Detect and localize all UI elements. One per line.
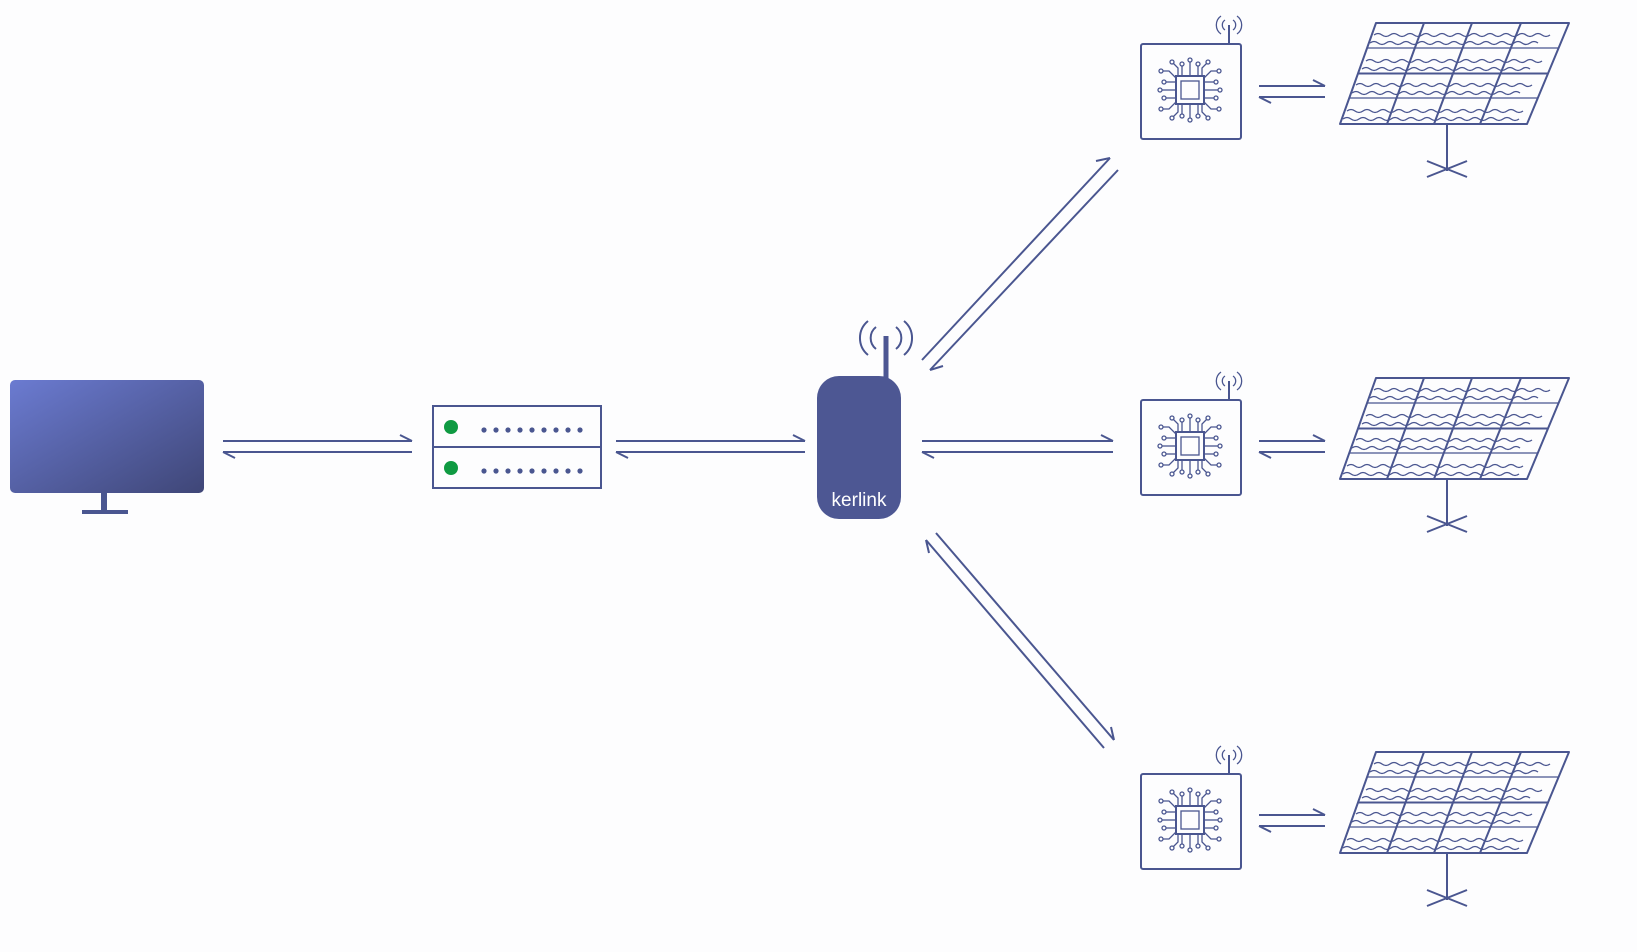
chip-icon: [1140, 745, 1243, 870]
link-server-gateway: [615, 434, 806, 459]
solar-panel-icon: [1339, 377, 1570, 533]
chip-icon: [1140, 15, 1243, 140]
monitor-icon: [10, 380, 204, 514]
solar-panel-icon: [1339, 751, 1570, 907]
link-gateway-sensor-3: [925, 532, 1115, 749]
link-sensor-1-panel-1: [1258, 79, 1326, 104]
link-monitor-server: [222, 434, 413, 459]
server-icon: [432, 405, 602, 489]
chip-icon: [1140, 371, 1243, 496]
link-gateway-sensor-1: [921, 157, 1119, 371]
link-sensor-3-panel-3: [1258, 808, 1326, 833]
gateway-brand-label: kerlink: [832, 490, 887, 511]
link-sensor-2-panel-2: [1258, 434, 1326, 459]
link-gateway-sensor-2: [921, 434, 1114, 459]
solar-panel-icon: [1339, 22, 1570, 178]
gateway-icon: kerlink: [817, 320, 914, 519]
